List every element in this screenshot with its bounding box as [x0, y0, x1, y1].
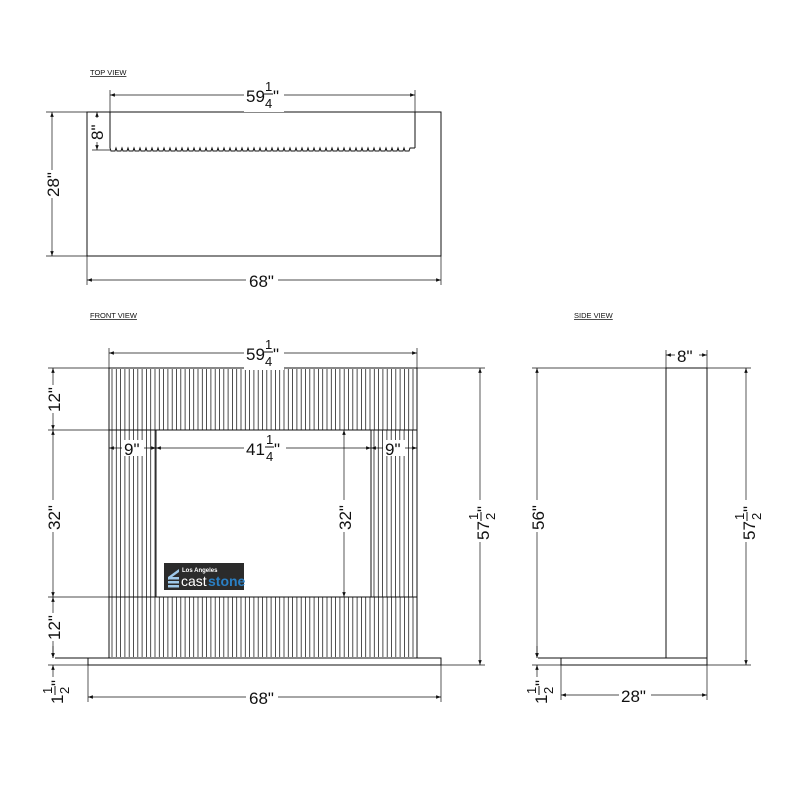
fluting	[111, 369, 414, 657]
front-width-label: 59 1 4 "	[244, 337, 284, 370]
logo-mark-icon	[168, 569, 179, 588]
top-total-depth-label: 28"	[44, 172, 63, 197]
top-band-height-label: 12"	[45, 387, 64, 412]
fraction-numerator: 1	[265, 337, 272, 352]
front-view-label: FRONT VIEW	[90, 311, 138, 320]
fraction-denominator: 2	[57, 687, 72, 694]
fraction-numerator: 1	[265, 79, 272, 94]
fraction-unit: "	[740, 506, 759, 512]
front-overall-height-label: 57 1 2 "	[466, 500, 501, 542]
side-hearth-height-label: 1 1 2 "	[524, 680, 556, 704]
right-leg-label: 9"	[385, 440, 401, 459]
front-hearth-height-label: 1 1 2 "	[40, 680, 72, 704]
bottom-band-height-label: 12"	[45, 615, 64, 640]
middle-height-label: 32"	[45, 505, 64, 530]
inner-height-label: 32"	[336, 505, 355, 530]
fluted-edge	[109, 146, 415, 152]
fraction-whole: 57	[474, 521, 493, 540]
fraction-numerator: 1	[466, 513, 481, 520]
fraction-unit: "	[273, 345, 279, 364]
fraction-denominator: 4	[266, 449, 273, 464]
front-hearth	[87, 657, 442, 666]
top-depth-label: 8"	[88, 125, 107, 141]
fraction-denominator: 2	[541, 687, 556, 694]
logo-word-stone: stone	[208, 573, 246, 589]
side-hearth	[560, 657, 708, 666]
top-view: TOP VIEW 59 1 4 " 8" 28"	[44, 68, 442, 291]
logo-word-cast: cast	[181, 573, 207, 589]
fraction-denominator: 2	[749, 513, 764, 520]
fraction-denominator: 4	[265, 96, 272, 111]
logo-line1: Los Angeles	[182, 568, 218, 574]
fraction-denominator: 4	[265, 354, 272, 369]
fraction-whole: 41	[246, 440, 265, 459]
fraction-unit: "	[474, 506, 493, 512]
fraction-whole: 57	[740, 521, 759, 540]
fraction-whole: 1	[532, 695, 551, 704]
front-view: FRONT VIEW 59 1 4 " 12"	[40, 311, 501, 708]
side-view: SIDE VIEW 8" 56" 57 1 2 " 1	[524, 311, 767, 706]
fraction-numerator: 1	[524, 687, 539, 694]
front-total-width-label: 68"	[249, 689, 274, 708]
fraction-unit: "	[274, 440, 280, 459]
top-opening-width-label: 59 1 4 "	[244, 79, 284, 112]
side-depth-label: 8"	[677, 347, 693, 366]
fraction-unit: "	[532, 680, 551, 686]
side-hearth-depth-label: 28"	[621, 687, 646, 706]
top-view-outline	[86, 111, 442, 257]
fraction-whole: 1	[48, 695, 67, 704]
fraction-unit: "	[48, 680, 67, 686]
fraction-denominator: 2	[483, 513, 498, 520]
side-overall-height-label: 57 1 2 "	[732, 500, 767, 542]
fraction-whole: 59	[246, 87, 265, 106]
side-view-label: SIDE VIEW	[574, 311, 614, 320]
side-profile	[665, 367, 708, 659]
fraction-numerator: 1	[266, 432, 273, 447]
inner-width-label: 41 1 4 "	[244, 432, 286, 466]
top-view-label: TOP VIEW	[90, 68, 127, 77]
top-total-width-label: 68"	[249, 272, 274, 291]
fraction-whole: 59	[246, 345, 265, 364]
fraction-numerator: 1	[732, 513, 747, 520]
brand-logo: Los Angeles cast stone	[164, 563, 246, 590]
left-leg-label: 9"	[124, 440, 140, 459]
side-height-label: 56"	[529, 505, 548, 530]
fraction-numerator: 1	[40, 687, 55, 694]
fraction-unit: "	[273, 87, 279, 106]
